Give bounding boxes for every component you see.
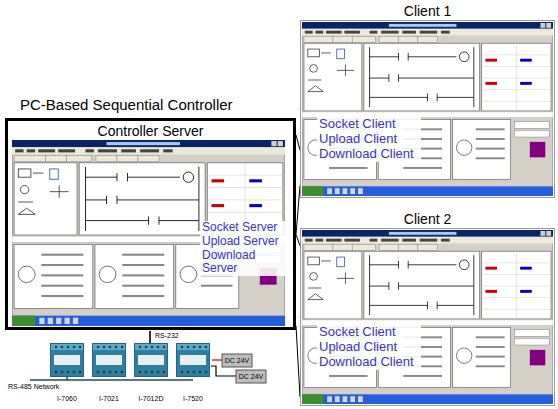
client-box: Client 1Socket Client Upload Client Down… xyxy=(300,20,555,198)
box-title: Controller Server xyxy=(8,123,293,139)
box-title: Client 1 xyxy=(301,3,554,19)
service-list: Socket Client Upload Client Download Cli… xyxy=(317,325,421,370)
diagram-heading: PC-Based Sequential Controller xyxy=(20,96,233,113)
module-name: I-7060 xyxy=(45,395,89,403)
power-label: DC 24V xyxy=(236,370,266,383)
network-label: RS-485 Network xyxy=(8,383,68,391)
port-label: RS-232 xyxy=(155,332,195,340)
module-name: I-7012D xyxy=(129,395,173,403)
io-modules xyxy=(50,343,210,377)
rs232-cable xyxy=(150,331,151,343)
client-screenshot xyxy=(302,230,553,404)
power-supply xyxy=(211,354,266,383)
server-box: PC-Based Sequential ControllerController… xyxy=(5,118,296,330)
power-label: DC 24V xyxy=(222,354,252,367)
module-name: I-7520 xyxy=(171,395,215,403)
client-box: Client 2Socket Client Upload Client Down… xyxy=(300,228,555,406)
rs485-cable xyxy=(30,377,193,380)
module-name: I-7021 xyxy=(87,395,131,403)
service-list: Socket Client Upload Client Download Cli… xyxy=(317,117,421,162)
box-title: Client 2 xyxy=(301,211,554,227)
client-screenshot xyxy=(302,22,553,196)
service-list: Socket Server Upload Server Download Ser… xyxy=(200,221,292,276)
